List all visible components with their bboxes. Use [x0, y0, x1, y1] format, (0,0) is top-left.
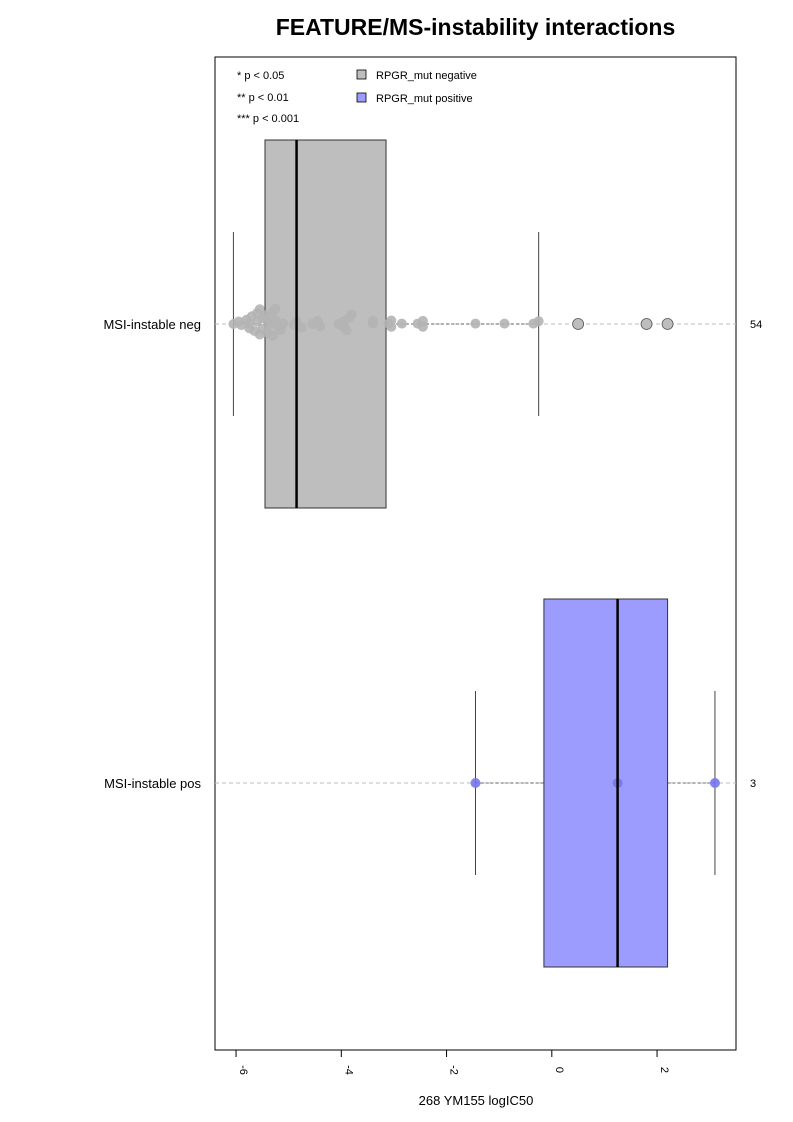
legend-swatch-negative: [356, 69, 367, 80]
count-label: 54: [750, 319, 762, 331]
x-tick-label: -6: [237, 1065, 249, 1075]
outlier-point: [572, 318, 585, 330]
sig-legend-item-2: ** p < 0.01: [237, 92, 289, 104]
group-1: MSI-instable pos 3: [104, 598, 756, 968]
sig-legend-item-1: * p < 0.05: [237, 70, 284, 82]
x-tick-label: 2: [658, 1067, 670, 1073]
chart-title: FEATURE/MS-instability interactions: [275, 14, 676, 40]
data-point: [267, 330, 278, 341]
x-tick-label: -4: [342, 1065, 354, 1075]
data-point: [499, 318, 510, 329]
data-point: [709, 778, 720, 788]
category-label: MSI-instable neg: [103, 317, 201, 332]
plot-frame: [214, 56, 737, 1051]
category-label: MSI-instable pos: [104, 776, 201, 791]
x-axis: -6 -4 -2 0 2: [235, 1050, 670, 1075]
x-tick-label: 0: [553, 1067, 565, 1073]
x-axis-label: 268 YM155 logIC50: [419, 1093, 534, 1108]
data-point: [417, 321, 428, 332]
legend-swatch-positive: [356, 92, 367, 103]
data-point: [270, 303, 281, 314]
data-point: [470, 778, 481, 788]
data-point: [533, 316, 544, 327]
outlier-point: [640, 318, 653, 330]
box: [543, 598, 669, 968]
sig-legend-item-3: *** p < 0.001: [237, 113, 299, 125]
data-point: [346, 309, 357, 320]
count-label: 3: [750, 778, 756, 790]
data-point: [470, 318, 481, 329]
outlier-point: [661, 318, 674, 330]
significance-legend: * p < 0.05 ** p < 0.01 *** p < 0.001: [237, 70, 299, 125]
x-tick-label: -2: [448, 1065, 460, 1075]
data-point: [396, 318, 407, 329]
data-point: [367, 315, 378, 326]
group-0: MSI-instable neg 54: [103, 139, 762, 509]
data-point: [341, 325, 352, 336]
data-point: [296, 322, 307, 333]
data-point: [386, 321, 397, 332]
legend-label-negative: RPGR_mut negative: [376, 70, 477, 82]
data-point: [278, 318, 289, 329]
legend-label-positive: RPGR_mut positive: [376, 93, 473, 105]
group-legend: RPGR_mut negative RPGR_mut positive: [356, 69, 477, 105]
data-point: [315, 321, 326, 332]
